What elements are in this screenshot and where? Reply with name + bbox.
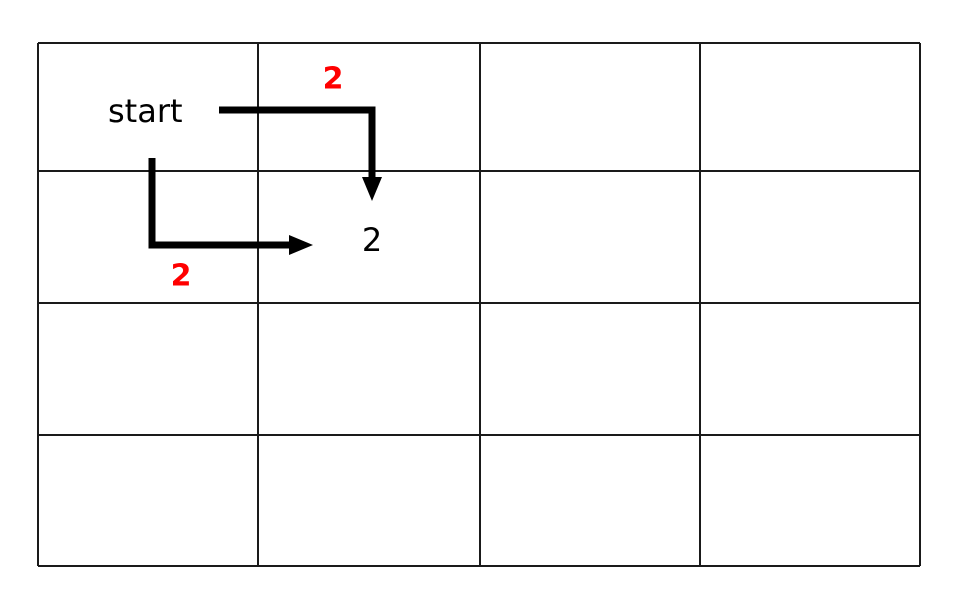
path-second <box>148 158 313 255</box>
path-from-start-line <box>219 106 376 183</box>
arrow-head-right-icon <box>289 235 313 255</box>
grid-horizontal-lines <box>38 41 920 568</box>
path-second-line <box>148 158 295 249</box>
arrow-head-down-icon <box>362 177 382 201</box>
cost-label-path-1: 2 <box>323 62 344 97</box>
path-from-start <box>219 106 382 201</box>
start-label: start <box>108 92 183 130</box>
node-value-label: 2 <box>362 221 382 259</box>
grid-vertical-lines <box>36 43 922 566</box>
cost-label-path-2: 2 <box>171 259 192 294</box>
